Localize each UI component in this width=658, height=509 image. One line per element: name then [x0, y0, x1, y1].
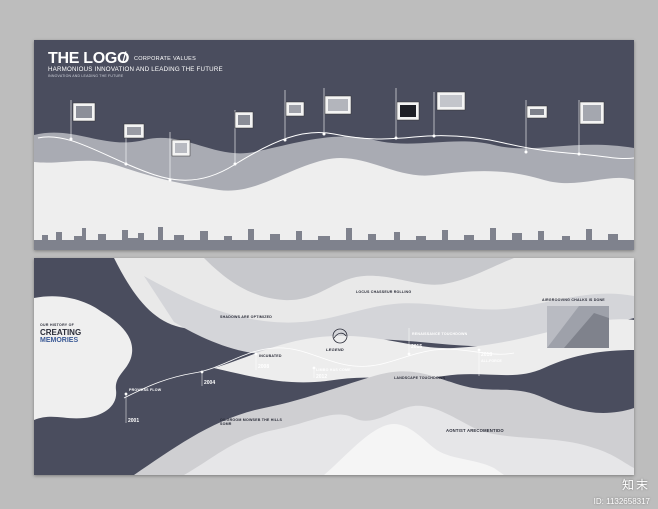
caption-c4: RENAISSANCE TOUCHDOWN: [412, 332, 468, 336]
logo-slash: /: [122, 50, 127, 67]
top-board-art: [34, 88, 634, 250]
caption-c2: SHADOWS ARE OPTIMIZED: [220, 315, 272, 319]
caption-c9: AONTIST ARECOMENTIDO: [446, 428, 504, 433]
history-big-label-2: MEMORIES: [40, 337, 79, 344]
year-2008: 2008: [258, 364, 270, 370]
corporate-values-label: CORPORATE VALUES: [134, 56, 197, 62]
top-photo-frames: [72, 91, 605, 157]
headline: HARMONIOUS INNOVATION AND LEADING THE FU…: [48, 66, 223, 73]
bottom-year-markers: [124, 328, 481, 423]
history-big-label-1: CREATING: [40, 328, 82, 337]
bottom-ribbon-top-mid: [144, 276, 634, 355]
bottom-timeline-line: [123, 347, 515, 399]
year-2001: 2001: [128, 418, 140, 424]
bottom-river-light: [214, 319, 634, 383]
bottom-ribbon-top-shade: [204, 258, 514, 301]
watermark-id: ID: 1132658317: [593, 497, 650, 506]
caption-c3: INCUBATED: [259, 354, 282, 358]
caption-c5: AIRGROOVING CHALKS IS DONE: [542, 298, 605, 302]
top-board: THE LOGO / CORPORATE VALUES HARMONIOUS I…: [34, 40, 634, 250]
bottom-board: OUR HISTORY OF CREATING MEMORIES LEGEND …: [34, 258, 634, 475]
year-2018: 2018: [481, 352, 493, 358]
history-small-label: OUR HISTORY OF: [40, 323, 75, 327]
logo-text: THE LOGO: [48, 50, 130, 67]
subheadline: INNOVATION AND LEADING THE FUTURE: [48, 74, 124, 78]
caption-c7: LIMBO HAS COME: [316, 368, 351, 372]
year-2004: 2004: [204, 380, 216, 386]
watermark-brand: 知末: [621, 478, 650, 492]
caption-c10: OILGROOM MOWSEB THE HILLS SOMR: [220, 418, 283, 426]
top-timeline-line: [37, 131, 634, 181]
memories-heading: OUR HISTORY OF CREATING MEMORIES: [40, 323, 81, 344]
legend-logo-label: LEGEND: [326, 347, 344, 352]
year-2015: 2015: [411, 344, 423, 350]
bottom-mountain-light-peaks: [324, 424, 504, 475]
caption-c6: PROWESS FLOW: [129, 388, 162, 392]
year-2018-tag: ALL-FORCE: [481, 359, 502, 363]
city-skyline: [34, 227, 634, 250]
memories-cloud: [34, 296, 133, 420]
legend-logo-mark: [332, 328, 348, 344]
year-2012: 2012: [316, 374, 328, 380]
caption-c8: LANDSCAPE TOUCHDOWN: [394, 376, 446, 380]
top-mountain-light: [34, 157, 634, 250]
caption-c1: LOCUS CHASSEUR ROLLING: [356, 290, 412, 294]
bottom-board-art: [34, 258, 634, 475]
